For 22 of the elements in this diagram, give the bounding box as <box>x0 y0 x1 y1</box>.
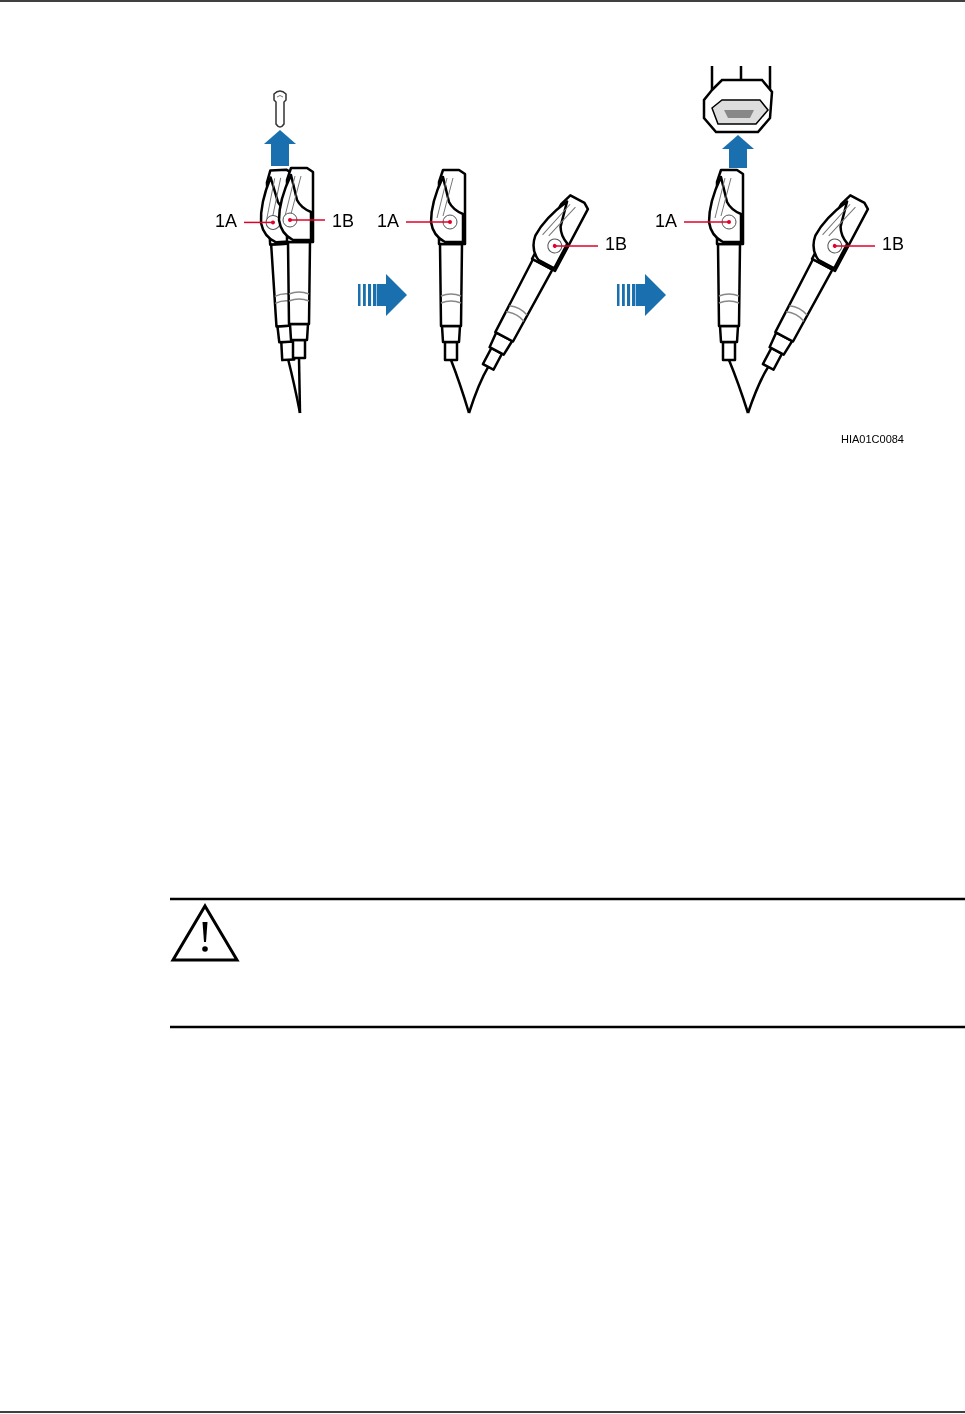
dust-cap-drawing <box>273 90 287 128</box>
callout-label: 1A <box>376 211 399 231</box>
callout-label: 1A <box>214 211 237 231</box>
leader-line <box>834 245 876 247</box>
leader-line <box>405 221 451 223</box>
leader-line <box>683 221 730 223</box>
leader-line <box>289 219 326 221</box>
callout-label: 1B <box>332 211 355 231</box>
callout-label: 1B <box>605 234 628 254</box>
optical-port-drawing <box>702 64 774 134</box>
fiber-connector-drawing <box>746 194 870 414</box>
leader-line <box>243 221 274 224</box>
figure-id: HIA01C0084 <box>841 433 904 445</box>
fiber-connector-drawing <box>277 166 315 414</box>
direction-arrow <box>722 135 754 168</box>
fiber-connector-drawing <box>467 194 590 414</box>
callout-label: 1A <box>654 211 677 231</box>
callout-label: 1B <box>882 234 905 254</box>
direction-arrow <box>264 130 296 166</box>
fiber-connector-drawing <box>429 168 471 414</box>
leader-line <box>554 245 599 247</box>
fiber-connector-drawing <box>707 168 750 414</box>
